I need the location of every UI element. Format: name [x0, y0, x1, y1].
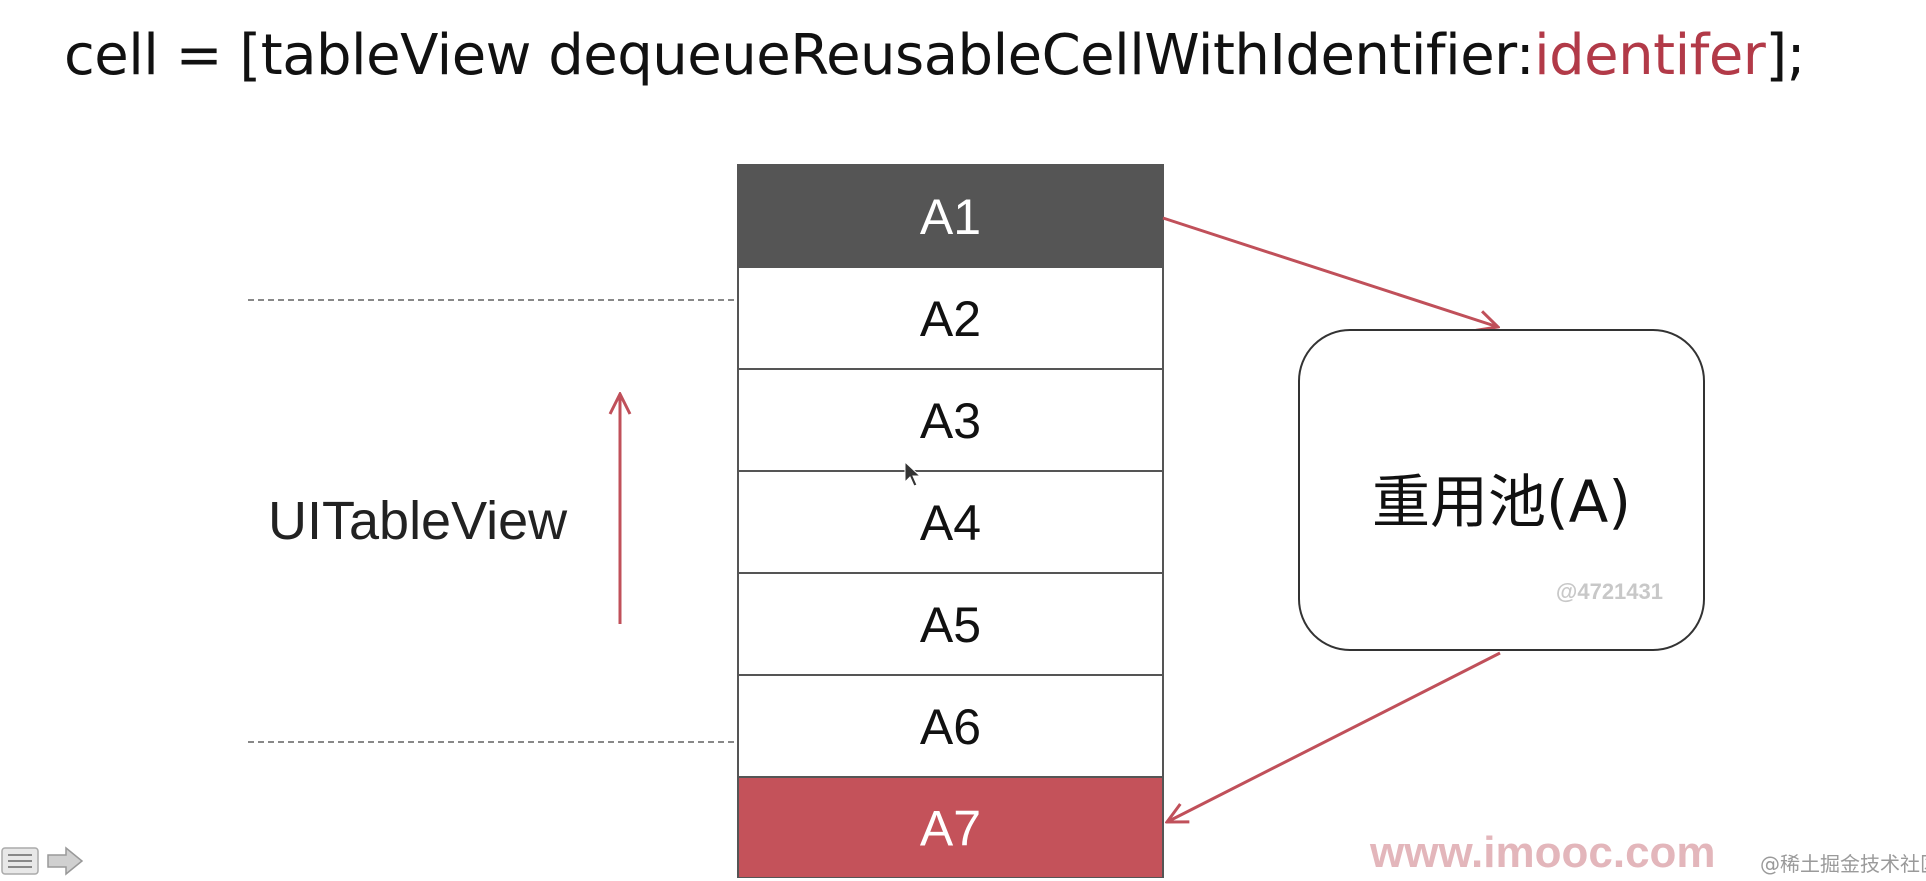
community-watermark: @稀土掘金技术社区 [1760, 852, 1926, 876]
reuse-pool-label: 重用池(A) [1372, 468, 1631, 536]
table-cell-a1: A1 [737, 164, 1164, 268]
table-cell-label: A7 [920, 801, 981, 857]
table-cell-label: A2 [920, 291, 981, 347]
reuse-pool: 重用池(A) @4721431 [1298, 329, 1705, 651]
enqueue-arrow [1162, 216, 1498, 327]
arrow-right-icon[interactable] [47, 846, 84, 876]
table-cell-background [737, 776, 1164, 878]
table-cell-a3: A3 [737, 368, 1164, 472]
code-suffix: ]; [1765, 23, 1806, 88]
table-cell-background [737, 470, 1164, 574]
table-cell-background [737, 674, 1164, 778]
pool-watermark: @4721431 [1555, 579, 1663, 604]
slide-controls [0, 844, 90, 876]
table-cell-a7: A7 [737, 776, 1164, 878]
table-cell-label: A4 [920, 495, 981, 551]
table-cell-label: A5 [920, 597, 981, 653]
code-statement: cell = [tableView dequeueReusableCellWit… [64, 18, 1806, 94]
uitableview-label: UITableView [268, 491, 568, 551]
site-watermark: www.imooc.com [1370, 828, 1716, 877]
table-cell-label: A1 [920, 189, 981, 245]
code-argument: identifer [1534, 23, 1766, 88]
table-cell-a4: A4 [737, 470, 1164, 574]
table-cell-a6: A6 [737, 674, 1164, 778]
code-prefix: cell = [tableView dequeueReusableCellWit… [64, 23, 1535, 88]
table-cell-a5: A5 [737, 572, 1164, 676]
table-cell-label: A6 [920, 699, 981, 755]
table-cell-background [737, 164, 1164, 268]
table-cell-label: A3 [920, 393, 981, 449]
dequeue-arrow [1167, 651, 1501, 822]
mouse-cursor-icon [904, 460, 922, 487]
table-cell-a2: A2 [737, 266, 1164, 370]
menu-lines-icon[interactable] [1, 847, 39, 875]
